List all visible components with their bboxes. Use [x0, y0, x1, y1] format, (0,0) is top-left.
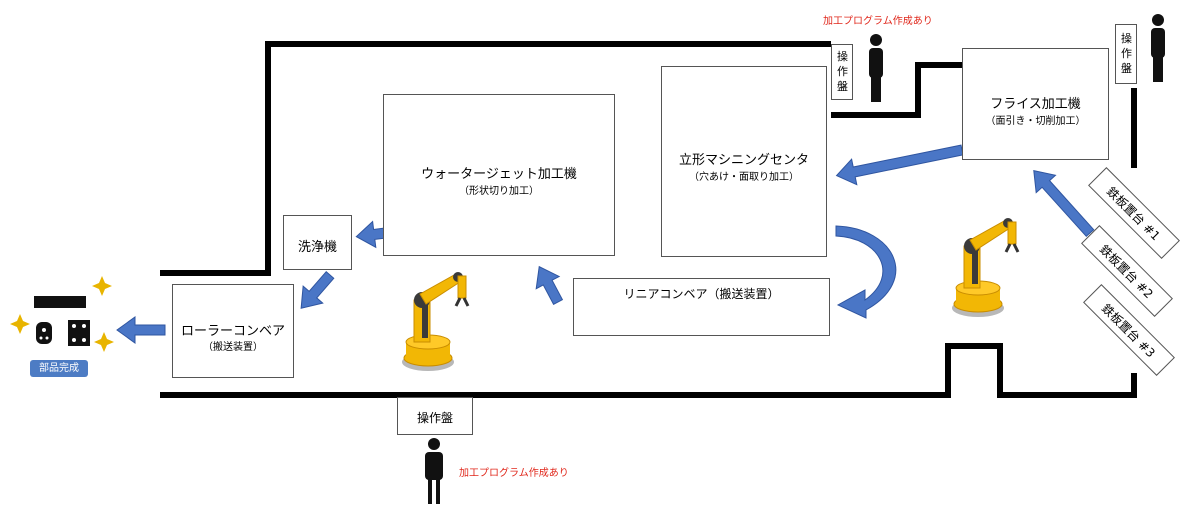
arrow-plate-to-milling: [1033, 169, 1095, 238]
arrow-to-output: [116, 316, 166, 344]
linear-conveyor-name: リニアコンベア（搬送装置）: [623, 287, 780, 301]
operator-person-icon: [425, 438, 443, 504]
milling-name: フライス加工機: [990, 97, 1081, 112]
roller-conveyor-sub: （搬送装置）: [203, 342, 263, 353]
operator-person-icon: [1151, 14, 1165, 82]
operator-person-icon: [869, 34, 883, 102]
program-note: 加工プログラム作成あり: [459, 468, 569, 479]
arrow-to-roller: [300, 271, 335, 309]
robot-arm-icon: [402, 272, 470, 371]
washer-machine: 洗浄機: [283, 215, 352, 270]
roller-conveyor-name: ローラーコンベア: [180, 324, 285, 339]
waterjet-sub: （形状切り加工）: [459, 186, 539, 197]
finished-parts-badge: 部品完成: [30, 360, 88, 377]
operation-panel-label: 操作盤: [837, 50, 848, 93]
program-note: 加工プログラム作成あり: [823, 16, 933, 27]
vertical-mc-name: 立形マシニングセンタ: [678, 153, 809, 168]
operation-panel: 操作盤: [397, 397, 473, 435]
operation-panel-label: 操作盤: [416, 411, 453, 425]
sparkle-icon: [10, 276, 114, 352]
vertical-mc-sub: （穴あけ・面取り加工）: [689, 172, 799, 183]
finished-parts-icon: [34, 296, 90, 346]
vertical-machining-center: 立形マシニングセンタ （穴あけ・面取り加工）: [661, 66, 827, 257]
washer-name: 洗浄機: [297, 240, 337, 255]
arrow-to-waterjet: [535, 265, 564, 306]
robot-arm-icon: [952, 218, 1020, 317]
arrow-uturn: [835, 225, 897, 319]
operation-panel: 操作盤: [831, 44, 853, 100]
milling-machine: フライス加工機 （面引き・切削加工）: [962, 48, 1109, 160]
waterjet-machine: ウォータージェット加工機 （形状切り加工）: [383, 94, 615, 256]
waterjet-name: ウォータージェット加工機: [421, 167, 577, 182]
roller-conveyor: ローラーコンベア （搬送装置）: [172, 284, 294, 378]
operation-panel: 操作盤: [1115, 24, 1137, 84]
linear-conveyor: リニアコンベア（搬送装置）: [573, 278, 830, 336]
operation-panel-label: 操作盤: [1121, 32, 1132, 75]
factory-walls: [160, 41, 1137, 398]
milling-sub: （面引き・切削加工）: [985, 116, 1086, 127]
arrow-milling-to-mc: [835, 144, 964, 186]
